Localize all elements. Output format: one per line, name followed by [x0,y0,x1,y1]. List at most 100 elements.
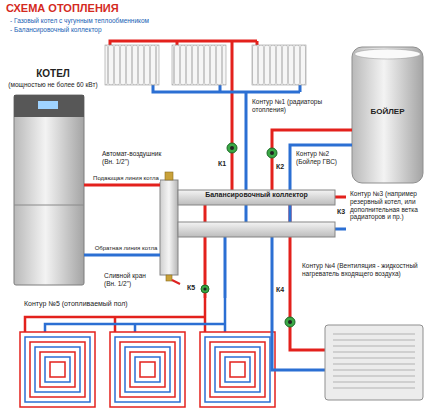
floor-loop-3 [220,352,255,387]
gas-boiler-body [38,101,58,109]
floor-loop-1 [25,337,90,402]
pipe-connector [231,118,234,180]
floor-loop-3 [215,347,260,392]
hot-water-tank: БОЙЛЕР [350,45,425,185]
floor-loop-2 [135,357,160,382]
floor-loop-1 [35,347,80,392]
circulation-pump [227,143,237,153]
gas-boiler-body [14,95,102,285]
pipe-connector [224,278,227,298]
balancing-manifold-body [166,275,172,281]
floor-loop-1 [20,332,95,407]
floor-loop-2 [120,342,175,397]
pipe-connector [290,145,350,180]
hot-water-tank [350,129,352,132]
diagram-title: СХЕМА ОТОПЛЕНИЯ [6,2,119,15]
floor-loop-1 [30,342,85,397]
pipe-connector [102,184,160,187]
underfloor-pipes [25,298,225,332]
balancing-manifold-body [160,180,178,275]
hot-water-tank [350,144,352,147]
node-text: (мощностью не более 60 кВт) [4,81,102,89]
circulation-pump [201,285,209,293]
label-holder: К2 [276,163,284,171]
air-heater-body [300,349,325,352]
pipe-connector [245,118,248,180]
gas-boiler: КОТЕЛ(мощностью не более 60 кВт) [4,68,102,290]
air-heater-body [300,325,423,400]
part-label: Сливной кран (Вн. 1/2") [104,272,158,288]
circulation-pump [267,148,277,158]
text-holder: КОТЕЛ [4,68,102,80]
balancing-manifold-body [165,172,173,180]
title-holder: СХЕМА ОТОПЛЕНИЯ [6,2,119,15]
subtitle-note: - Балансировочный коллектор [10,26,102,34]
text-holder: Контур №4 (Вентиляция - жидкостный нагре… [302,262,430,278]
gas-boiler-body [14,95,84,117]
text-holder: Контур №1 (радиаторы отопления) [252,98,335,114]
floor-loop-2 [130,352,165,387]
circulation-pump [285,317,295,327]
line-label-holder: Обратная линия котла [94,245,159,252]
circulation-pump [203,287,206,290]
circulation-pump [201,285,209,293]
node-text: Контур №4 (Вентиляция - жидкостный нагре… [302,262,430,278]
node-text: Балансировочный коллектор [178,191,335,199]
node-text: КОТЕЛ [4,68,102,80]
radiators [252,45,306,85]
floor-loop-3 [200,332,275,407]
radiator-circuit: Контур №1 (радиаторы отопления) [100,38,335,118]
circuit-number: К2 [276,163,284,171]
underfloor-heating: Контур №5 (отопливаемый пол) [4,298,295,410]
hot-water-tank [355,49,421,59]
label-holder: Контур №3 (например резервный котел, или… [350,190,430,221]
floor-loop-2 [115,337,180,402]
label-holder: Сливной кран (Вн. 1/2") [104,272,158,288]
floor-loop-2 [110,332,185,407]
pipe-connector [102,254,160,257]
pipe-connector [204,278,207,298]
label-holder: К1 [218,160,226,168]
pipe-connector [290,278,300,350]
text-holder: БОЙЛЕР [350,107,425,117]
circulation-pump [285,317,295,327]
node-text: Контур №5 (отопливаемый пол) [24,300,204,308]
circulation-pump [227,143,237,153]
floor-loop-1 [40,352,75,387]
balancing-manifold-body [172,280,180,284]
text-holder: Балансировочный коллектор [178,191,335,199]
gas-boiler-body [84,254,102,257]
text-holder: (мощностью не более 60 кВт) [4,81,102,89]
gas-boiler-body [84,184,102,187]
gas-boiler-body [14,205,84,206]
floor-loop-1 [50,362,65,377]
part-label: Автомат-воздушник (Вн. 1/2") [102,150,162,166]
circuit-number: К4 [276,286,284,294]
radiators [105,45,159,85]
label-holder: К3 [337,208,345,216]
subtitle-note: - Газовый котел с чугунным теплообменник… [10,17,149,25]
circulation-pump [267,148,277,158]
line-label: Обратная линия котла [94,245,159,252]
floor-loop-3 [200,332,275,407]
floor-loop-1 [20,332,95,407]
air-heater: Контур №4 (Вентиляция - жидкостный нагре… [300,262,432,408]
underfloor-pipes [25,298,205,332]
radiators [172,45,226,85]
label-holder: Контур №2 (Бойлер ГВС) [296,150,348,166]
balancing-manifold-body [178,222,335,237]
circulation-pump [270,151,274,155]
floor-loop-3 [210,342,265,397]
line-label-holder: Подающая линия котла [92,175,160,182]
circuit-label: Контур №2 (Бойлер ГВС) [296,150,348,166]
air-heater-body [325,325,423,400]
air-heater-body [300,369,325,372]
circuit-label: Контур №3 (например резервный котел, или… [350,190,430,221]
circulation-pump [230,146,234,150]
text-holder: Контур №5 (отопливаемый пол) [24,300,204,308]
air-heater-body [333,334,415,388]
pipe-connector [272,130,350,180]
balancing-manifold-body [178,190,335,205]
gas-boiler-body [14,95,84,285]
floor-loop-2 [110,332,185,407]
